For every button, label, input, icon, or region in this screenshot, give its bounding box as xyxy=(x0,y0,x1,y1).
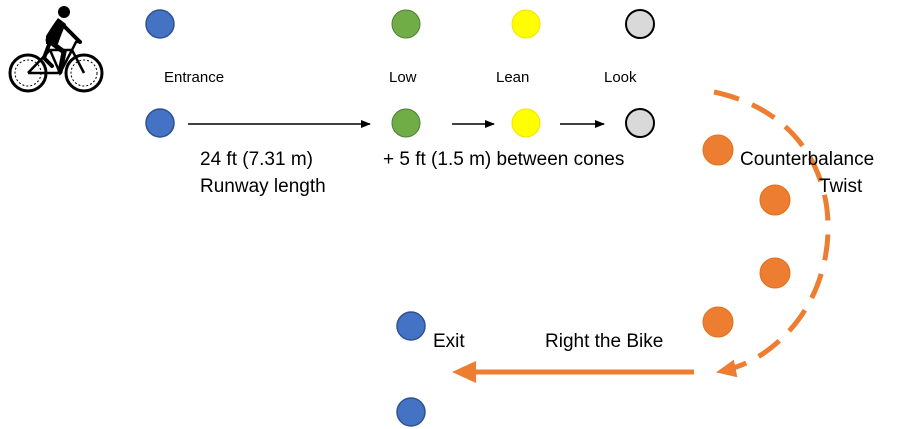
counterbalance-cone-1 xyxy=(702,134,734,166)
counterbalance-label: Counterbalance xyxy=(740,149,874,170)
right-the-bike-label: Right the Bike xyxy=(545,331,663,352)
counterbalance-cone-2 xyxy=(759,184,791,216)
lean-label: Lean xyxy=(496,69,529,86)
turn-path xyxy=(713,89,831,378)
runway-length-label: Runway length xyxy=(200,176,326,197)
counterbalance-cone-3 xyxy=(759,257,791,289)
entrance-cone-top xyxy=(145,9,175,39)
twist-label: Twist xyxy=(819,176,863,197)
exit-cone-bottom xyxy=(396,397,426,427)
runway-length-value: 24 ft (7.31 m) xyxy=(200,149,313,170)
low-cone-top xyxy=(391,9,421,39)
look-cone xyxy=(625,108,655,138)
look-label: Look xyxy=(604,69,637,86)
cyclist-icon xyxy=(8,6,104,93)
counterbalance-cone-4 xyxy=(702,306,734,338)
low-cone xyxy=(391,108,421,138)
lean-cone-top xyxy=(511,9,541,39)
exit-arrowhead xyxy=(452,361,476,383)
exit-label: Exit xyxy=(433,331,465,352)
low-label: Low xyxy=(389,69,417,86)
entrance-label: Entrance xyxy=(164,69,224,86)
exit-cone-top xyxy=(396,311,426,341)
look-cone-top xyxy=(625,9,655,39)
entrance-cone xyxy=(145,108,175,138)
lean-cone xyxy=(511,108,541,138)
cone-spacing-label: + 5 ft (1.5 m) between cones xyxy=(383,149,624,170)
